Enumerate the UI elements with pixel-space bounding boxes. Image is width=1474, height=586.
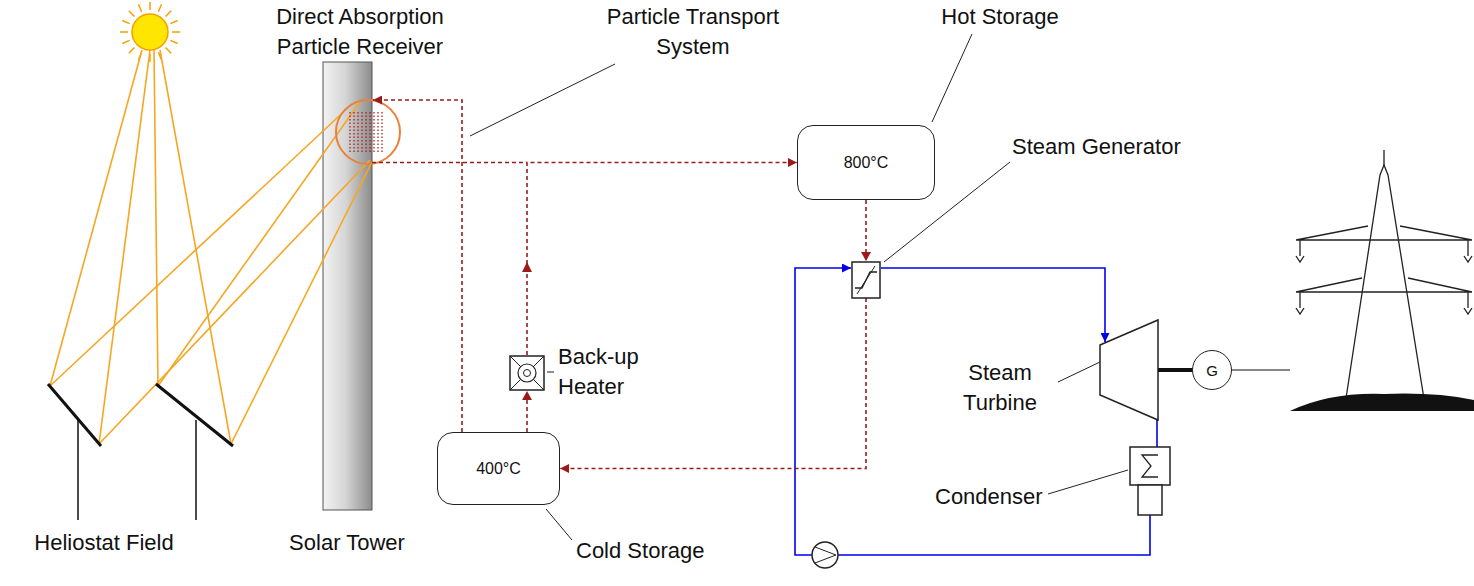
illustration-back [48, 2, 1474, 555]
particle-stream [353, 112, 354, 154]
hot-storage-tank: 800°C [797, 125, 935, 200]
particle-flow-connector [527, 163, 797, 433]
sun-ray [139, 4, 142, 11]
particle-stream [373, 112, 374, 154]
leader-line [470, 64, 615, 136]
leader-line [546, 509, 572, 540]
transport-label: Particle Transport System [583, 2, 803, 61]
heater-symbol [524, 370, 531, 377]
steam-generator [852, 262, 880, 298]
particle-flow-connector [560, 200, 866, 469]
reflected-ray [231, 162, 372, 444]
power-line [1231, 369, 1290, 370]
leader-line [547, 372, 554, 373]
sun-ray [170, 40, 177, 43]
condenser-label: Condenser [935, 482, 1043, 512]
water-line [795, 268, 851, 555]
condenser-symbol [1142, 455, 1158, 477]
reflected-ray [158, 102, 360, 386]
steam-turbine [1100, 320, 1158, 420]
light-rays [50, 50, 372, 444]
particle-stream [369, 112, 370, 154]
water-steam-loop [795, 268, 1157, 555]
water-line [838, 515, 1150, 555]
heliostat-mirror [48, 384, 101, 446]
node-text: G [1206, 362, 1218, 379]
sun-ray [129, 11, 135, 17]
falling-particles [350, 112, 382, 154]
heater-symbol [518, 364, 536, 382]
hot-storage-label: Hot Storage [941, 2, 1058, 32]
sun-ray [120, 31, 128, 33]
pump-symbol [815, 547, 836, 563]
reflected-ray [99, 160, 370, 444]
steam-line [1156, 420, 1158, 447]
sun-ray [129, 48, 135, 54]
cold-storage-label: Cold Storage [576, 536, 704, 566]
sun-ray [160, 50, 231, 444]
particle-stream [365, 112, 366, 154]
generator-circle: G [1192, 350, 1232, 390]
heliostat-label: Heliostat Field [34, 528, 173, 558]
sun-ray [122, 21, 129, 24]
ground [1290, 394, 1474, 411]
steam-line [881, 268, 1105, 342]
particle-stream [377, 112, 378, 154]
illustration-front [510, 262, 1170, 568]
turbine-shaft [1158, 368, 1193, 372]
turbine-label: Steam Turbine [943, 358, 1058, 417]
solar-tower [323, 62, 372, 510]
heater-label: Back-up Heater [558, 342, 678, 401]
sun-ray [158, 4, 161, 11]
node-text: 400°C [476, 460, 521, 478]
heliostat-mirror [156, 384, 233, 446]
backup-heater [510, 356, 544, 390]
sun-ray [154, 50, 158, 386]
sun-ray [149, 2, 151, 10]
condenser [1130, 447, 1170, 485]
sun [132, 14, 168, 50]
transmission-tower [1296, 150, 1472, 405]
heliostat-post [77, 420, 79, 520]
leader-lines [470, 34, 1128, 540]
particle-stream [357, 112, 358, 154]
heliostat-post [195, 420, 197, 520]
sun-ray [166, 11, 172, 17]
heater-symbol [510, 356, 544, 390]
leader-line [1058, 362, 1100, 382]
sun-ray [99, 50, 150, 444]
tower-label: Solar Tower [289, 528, 405, 558]
particle-line [373, 100, 462, 432]
tower-legs [1345, 165, 1425, 405]
reflected-ray [50, 104, 352, 386]
steam-generator-label: Steam Generator [1012, 132, 1181, 162]
feed-pump [812, 542, 838, 568]
hotwell [1138, 485, 1162, 515]
particle-stream [349, 112, 350, 154]
particle-receiver [336, 100, 400, 164]
cold-storage-tank: 400°C [437, 432, 560, 505]
tower-arms [1296, 226, 1472, 292]
particle-lines [372, 100, 527, 432]
heat-exchanger-symbol [857, 266, 875, 294]
sun-ray [170, 21, 177, 24]
sun-ray [172, 31, 180, 33]
node-text: 800°C [844, 154, 889, 172]
particle-stream [361, 112, 362, 154]
particle-stream [381, 112, 382, 154]
heater-symbol [510, 356, 544, 390]
insulators [1296, 150, 1472, 314]
receiver-label: Direct Absorption Particle Receiver [240, 2, 480, 61]
sun-ray [166, 48, 172, 54]
particle-line [372, 162, 527, 164]
connector-layer [527, 163, 866, 469]
sun-ray [122, 40, 129, 43]
leader-line [932, 34, 972, 122]
leader-line [1048, 470, 1128, 494]
